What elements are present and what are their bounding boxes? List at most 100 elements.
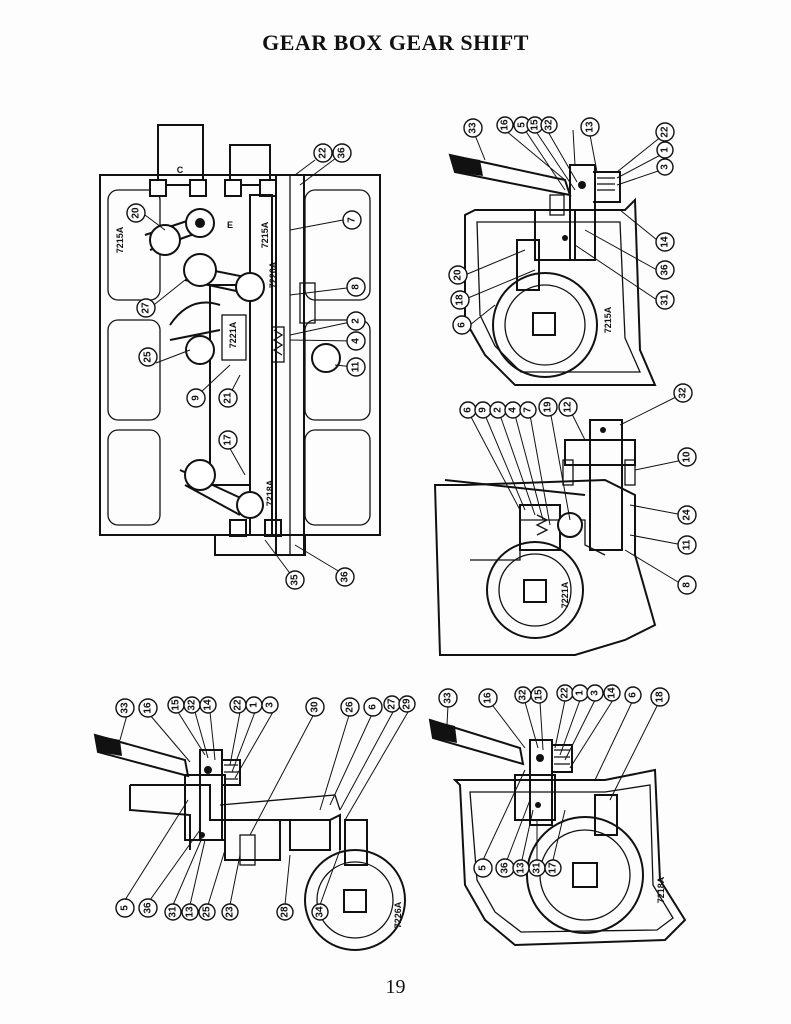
svg-text:36: 36 xyxy=(500,862,511,874)
svg-text:32: 32 xyxy=(678,387,689,399)
svg-text:7: 7 xyxy=(523,407,534,413)
svg-text:13: 13 xyxy=(585,121,596,133)
svg-text:12: 12 xyxy=(563,401,574,413)
svg-text:2: 2 xyxy=(493,407,504,413)
svg-text:35: 35 xyxy=(290,574,301,586)
callout-24: 24 xyxy=(677,505,697,525)
svg-text:18: 18 xyxy=(655,691,666,703)
svg-text:3: 3 xyxy=(660,164,671,170)
svg-text:33: 33 xyxy=(468,122,479,134)
svg-text:27: 27 xyxy=(141,302,152,314)
svg-text:15: 15 xyxy=(534,689,545,701)
svg-text:31: 31 xyxy=(532,862,543,874)
svg-text:21: 21 xyxy=(223,392,234,404)
shaft-label-e: E xyxy=(227,220,233,230)
callout-6: 6 xyxy=(624,686,642,704)
callout-19: 19 xyxy=(538,397,558,417)
svg-text:1: 1 xyxy=(249,702,260,708)
part-number: 7221A xyxy=(228,321,238,348)
svg-text:14: 14 xyxy=(660,236,671,248)
svg-text:31: 31 xyxy=(168,906,179,918)
callout-14: 14 xyxy=(655,232,675,252)
svg-text:32: 32 xyxy=(544,119,555,131)
callout-12: 12 xyxy=(558,397,578,417)
part-number: 7215A xyxy=(260,221,270,248)
callout-13: 13 xyxy=(580,117,600,137)
callout-28: 28 xyxy=(276,903,294,921)
svg-text:4: 4 xyxy=(508,407,519,413)
callout-13: 13 xyxy=(512,859,530,877)
svg-text:5: 5 xyxy=(517,122,528,128)
callout-26: 26 xyxy=(340,697,360,717)
svg-text:33: 33 xyxy=(120,702,131,714)
svg-text:22: 22 xyxy=(318,147,329,159)
svg-text:3: 3 xyxy=(590,690,601,696)
svg-text:25: 25 xyxy=(143,351,154,363)
callout-1: 1 xyxy=(656,141,674,159)
svg-text:18: 18 xyxy=(455,294,466,306)
callout-6: 6 xyxy=(459,401,477,419)
callout-34: 34 xyxy=(311,903,329,921)
svg-text:32: 32 xyxy=(518,689,529,701)
svg-text:6: 6 xyxy=(457,322,468,328)
svg-text:17: 17 xyxy=(548,862,559,874)
page-title: GEAR BOX GEAR SHIFT xyxy=(262,30,529,55)
callout-11: 11 xyxy=(346,357,366,377)
svg-text:5: 5 xyxy=(478,865,489,871)
callout-13: 13 xyxy=(181,903,199,921)
svg-text:22: 22 xyxy=(660,126,671,138)
callout-9: 9 xyxy=(474,401,492,419)
svg-text:13: 13 xyxy=(516,862,527,874)
svg-text:20: 20 xyxy=(131,207,142,219)
callout-6: 6 xyxy=(363,697,383,717)
callout-36: 36 xyxy=(495,858,515,878)
callout-22: 22 xyxy=(655,122,675,142)
svg-text:1: 1 xyxy=(660,147,671,153)
svg-text:25: 25 xyxy=(202,906,213,918)
svg-text:6: 6 xyxy=(628,692,639,698)
callout-5: 5 xyxy=(473,858,493,878)
callout-4: 4 xyxy=(504,401,522,419)
diagram-bottom-left: 7226A 33 16 15 32 14 22 1 3 30 26 6 27 2… xyxy=(93,695,416,951)
svg-text:13: 13 xyxy=(185,906,196,918)
callout-2: 2 xyxy=(346,311,366,331)
svg-text:6: 6 xyxy=(368,704,379,710)
svg-text:5: 5 xyxy=(120,905,131,911)
svg-text:36: 36 xyxy=(340,571,351,583)
callout-18: 18 xyxy=(450,290,470,310)
callout-15: 15 xyxy=(530,686,548,704)
svg-text:36: 36 xyxy=(143,902,154,914)
callout-7: 7 xyxy=(342,210,362,230)
svg-text:24: 24 xyxy=(682,509,693,521)
svg-text:14: 14 xyxy=(203,699,214,711)
svg-text:2: 2 xyxy=(351,318,362,324)
callout-3: 3 xyxy=(656,158,674,176)
svg-text:26: 26 xyxy=(345,701,356,713)
svg-text:22: 22 xyxy=(560,687,571,699)
callout-17: 17 xyxy=(218,430,238,450)
callout-36: 36 xyxy=(335,567,355,587)
callout-31: 31 xyxy=(528,859,546,877)
callout-32: 32 xyxy=(673,383,693,403)
svg-text:7: 7 xyxy=(347,217,358,223)
callout-33: 33 xyxy=(115,698,135,718)
diagram-top-right: 7215A 33 16 5 15 32 13 22 1 3 14 36 31 2… xyxy=(448,116,675,386)
callout-1: 1 xyxy=(245,696,263,714)
svg-text:4: 4 xyxy=(351,338,362,344)
callout-30: 30 xyxy=(305,697,325,717)
callout-17: 17 xyxy=(544,859,562,877)
callout-32: 32 xyxy=(540,116,558,134)
callout-22: 22 xyxy=(556,684,574,702)
callout-5: 5 xyxy=(115,898,135,918)
svg-text:22: 22 xyxy=(233,699,244,711)
callout-33: 33 xyxy=(463,118,483,138)
svg-text:17: 17 xyxy=(223,434,234,446)
part-number: 7221A xyxy=(560,581,570,608)
callout-18: 18 xyxy=(650,687,670,707)
svg-text:10: 10 xyxy=(682,451,693,463)
part-number: 7218A xyxy=(265,479,275,506)
callout-36: 36 xyxy=(332,143,352,163)
callout-7: 7 xyxy=(519,401,537,419)
callout-14: 14 xyxy=(199,696,217,714)
callout-16: 16 xyxy=(496,116,514,134)
